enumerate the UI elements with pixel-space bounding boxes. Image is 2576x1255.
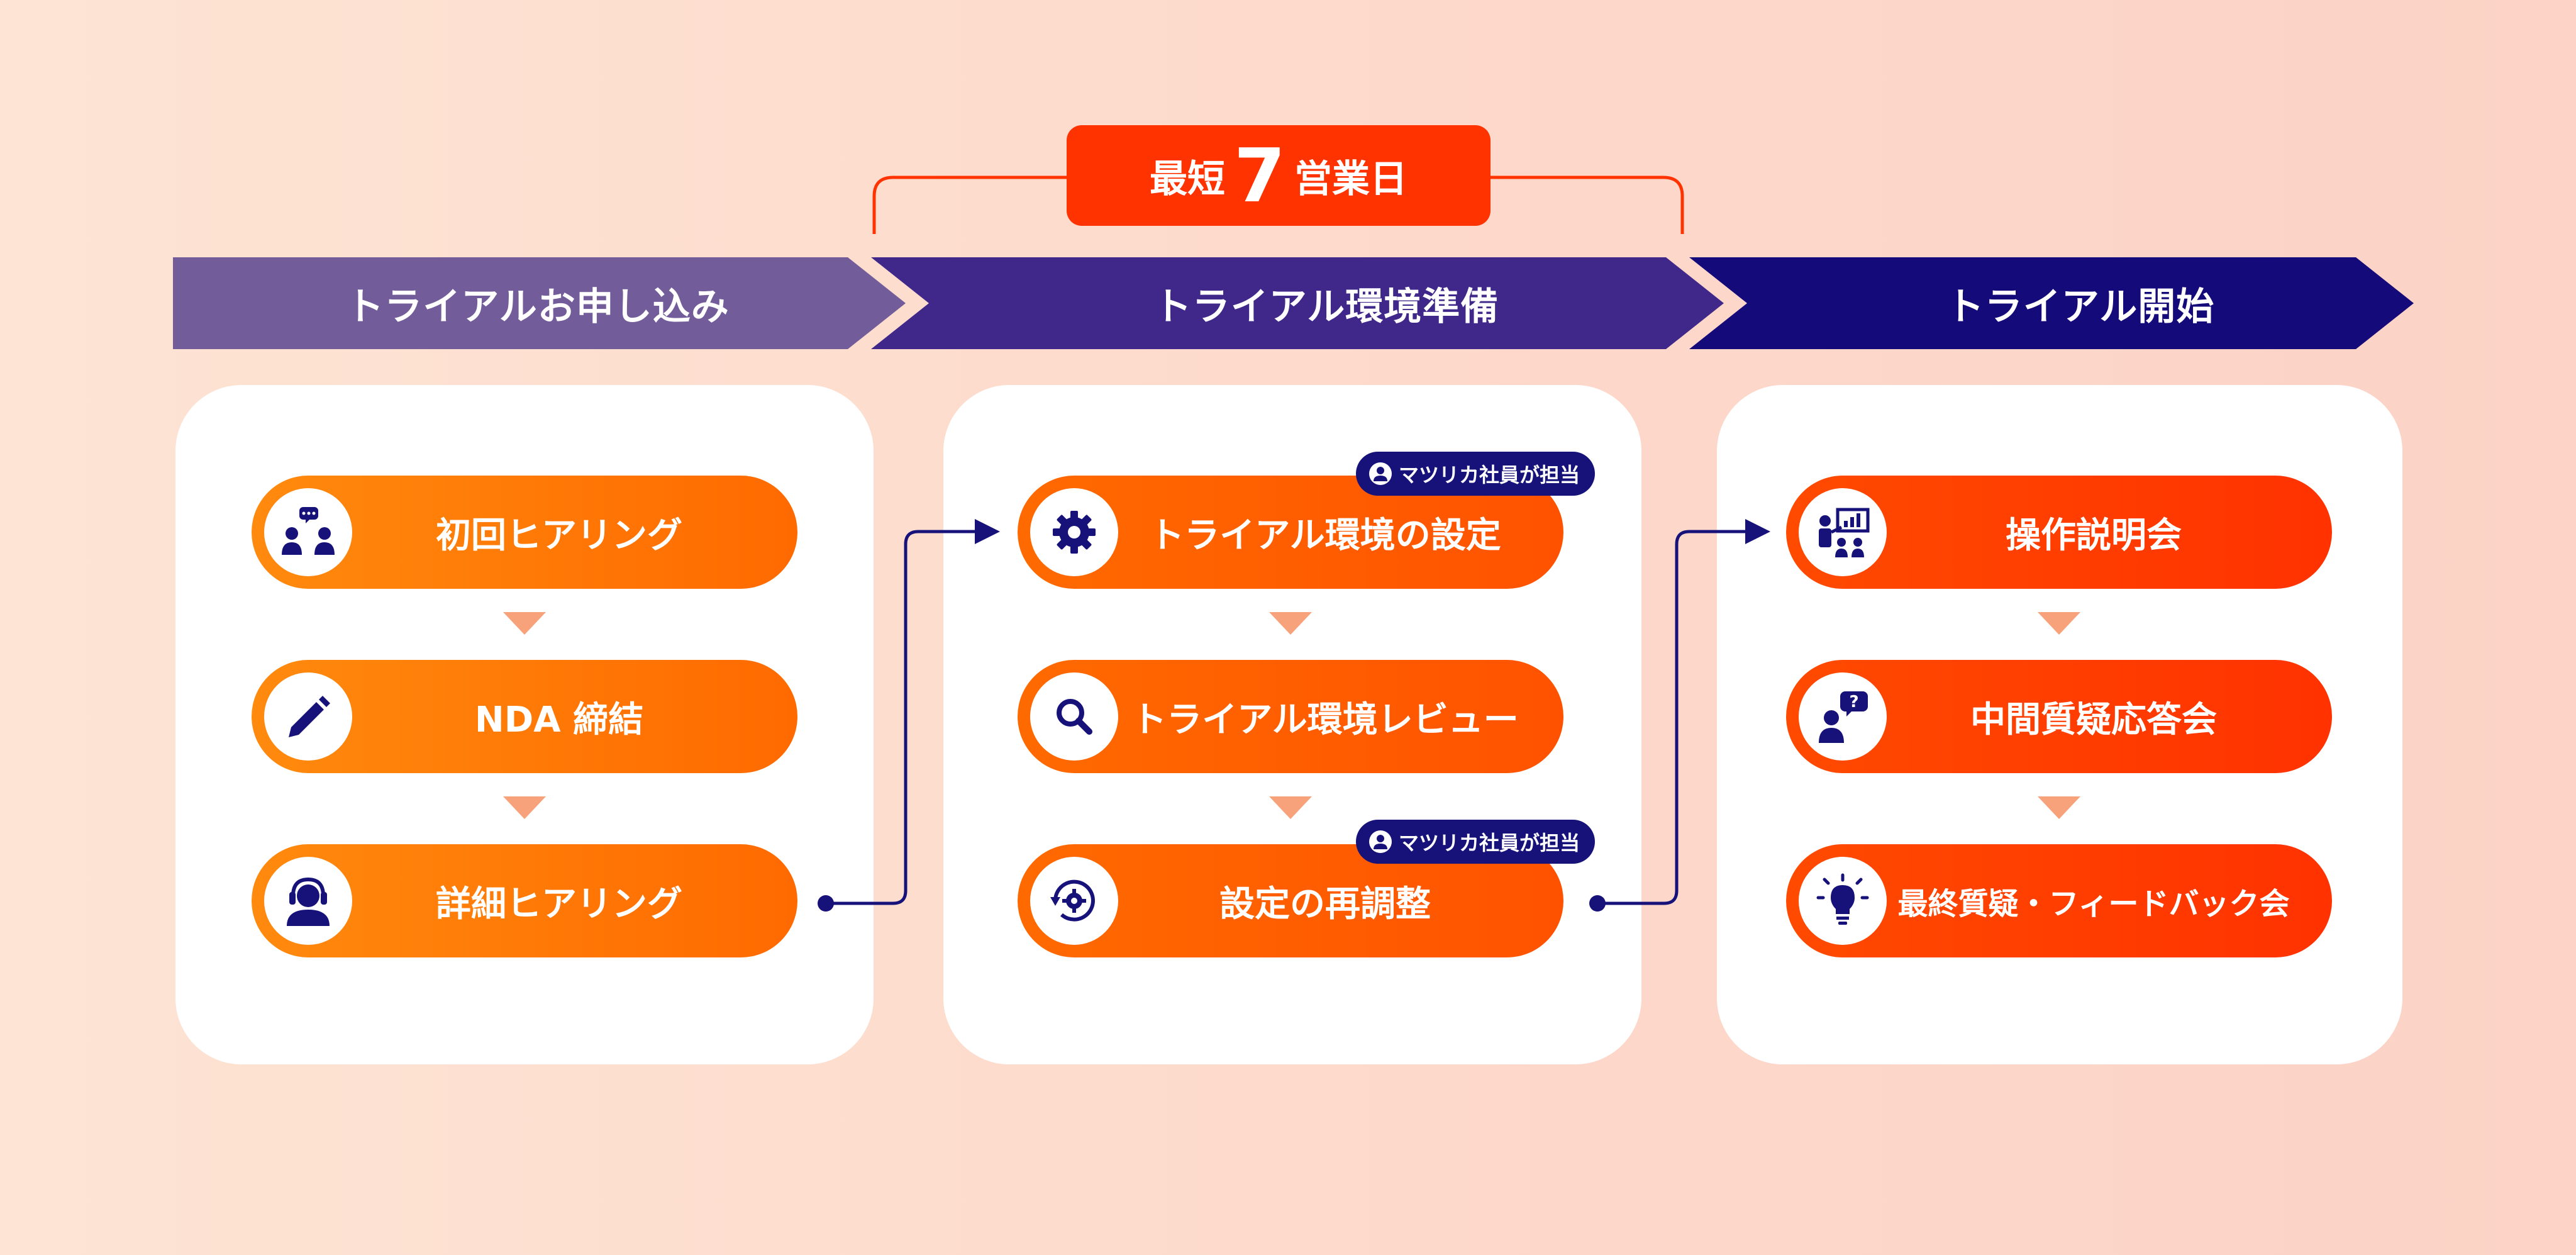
step-label: NDA 締結 — [474, 699, 644, 740]
step-detailed-hearing: 詳細ヒアリング — [252, 844, 797, 957]
staff-person-icon — [1369, 830, 1392, 853]
duration-badge: 最短 7 営業日 — [1067, 125, 1491, 226]
step-label: トライアル環境レビュー — [1131, 699, 1519, 740]
down-arrow-1a — [503, 612, 546, 635]
step-label: 操作説明会 — [2006, 515, 2182, 556]
connector-1-start-dot — [818, 895, 834, 912]
down-arrow-3a — [2038, 612, 2080, 635]
lightbulb-icon — [1799, 857, 1887, 945]
duration-number: 7 — [1233, 132, 1286, 219]
down-arrow-2b — [1269, 796, 1312, 819]
question-person-icon: ? — [1799, 672, 1887, 761]
step-label: 設定の再調整 — [1219, 883, 1431, 925]
phase-label-2: トライアル環境準備 — [1153, 284, 1499, 329]
staff-person-icon — [1369, 462, 1392, 485]
step-trial-review: トライアル環境レビュー — [1018, 660, 1563, 773]
duration-suffix: 営業日 — [1294, 157, 1408, 201]
presentation-icon — [1799, 488, 1887, 576]
step-initial-hearing: 初回ヒアリング — [252, 476, 797, 589]
staff-tag-label: マツリカ社員が担当 — [1399, 831, 1580, 855]
down-arrow-3b — [2038, 796, 2080, 819]
step-label: トライアル環境の設定 — [1149, 515, 1501, 556]
phase-label-3: トライアル開始 — [1946, 284, 2215, 329]
connector-1 — [826, 530, 981, 905]
step-label: 中間質疑応答会 — [1970, 699, 2217, 740]
connector-1-arrowhead — [975, 519, 1000, 544]
phase-chevron-2 — [871, 257, 1724, 349]
gear-icon — [1030, 488, 1118, 576]
step-nda: NDA 締結 — [252, 660, 797, 773]
phase-chevron-3 — [1689, 257, 2414, 349]
connector-2-start-dot — [1589, 895, 1606, 912]
down-arrow-1b — [503, 796, 546, 819]
duration-prefix: 最短 — [1149, 157, 1225, 201]
pencil-icon — [264, 672, 352, 761]
phase-chevron-1 — [173, 257, 906, 349]
step-label: 詳細ヒアリング — [436, 883, 682, 925]
search-icon — [1030, 672, 1118, 761]
meeting-chat-icon — [264, 488, 352, 576]
step-operation-briefing: 操作説明会 — [1786, 476, 2332, 589]
connector-2-arrowhead — [1745, 519, 1770, 544]
duration-bracket — [872, 176, 1684, 234]
down-arrow-2a — [1269, 612, 1312, 635]
step-label: 最終質疑・フィードバック会 — [1897, 886, 2290, 922]
step-interim-qa: ? 中間質疑応答会 — [1786, 660, 2332, 773]
staff-tag-readjust: マツリカ社員が担当 — [1356, 820, 1596, 864]
step-final-feedback: 最終質疑・フィードバック会 — [1786, 844, 2332, 957]
svg-text:?: ? — [1849, 693, 1858, 711]
phase-label-1: トライアルお申し込み — [346, 284, 730, 329]
connector-2 — [1597, 530, 1752, 905]
staff-tag-setup: マツリカ社員が担当 — [1356, 452, 1596, 496]
gear-refresh-icon — [1030, 857, 1118, 945]
headset-operator-icon — [264, 857, 352, 945]
staff-tag-label: マツリカ社員が担当 — [1399, 463, 1580, 487]
step-label: 初回ヒアリング — [436, 515, 682, 556]
